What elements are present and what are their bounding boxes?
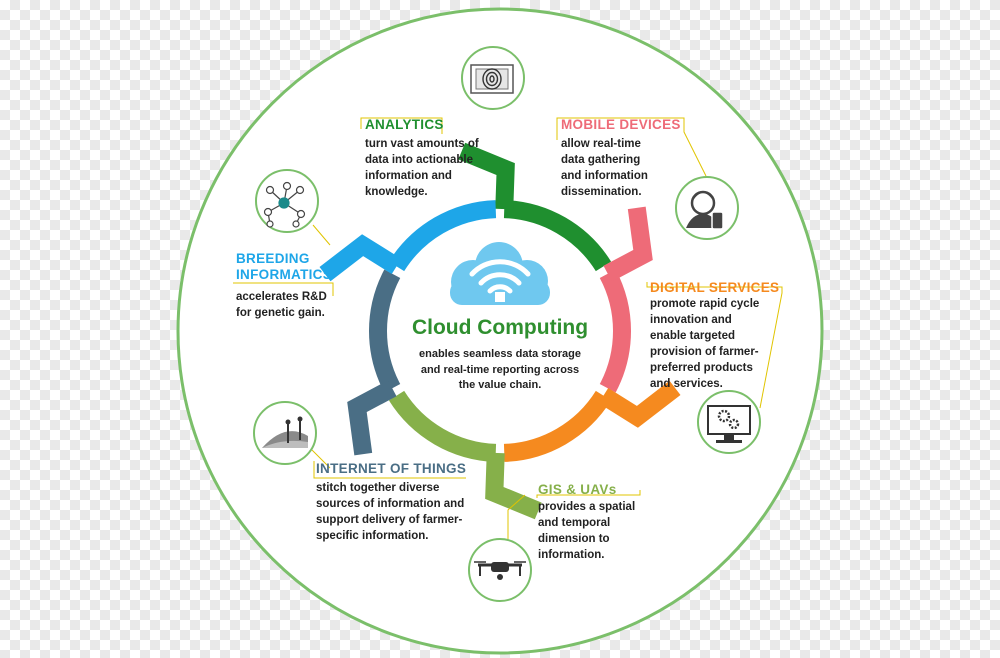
desc-line: dissemination.	[561, 186, 642, 198]
desc-line: provides a spatial	[538, 501, 636, 513]
desc-line: sources of information and	[316, 498, 465, 510]
desc-line: knowledge.	[365, 186, 428, 198]
desc-line: dimension to	[538, 533, 610, 545]
desc-line: turn vast amounts of	[365, 138, 479, 150]
gis-icon-callout	[507, 494, 526, 540]
mobile-devices-description: allow real-time data gathering and infor…	[561, 136, 648, 200]
segment-arcs	[319, 142, 681, 520]
breeding-informatics-description: accelerates R&D for genetic gain.	[236, 289, 327, 321]
label-line: BREEDING	[236, 251, 310, 266]
iot-callout	[313, 461, 466, 479]
label-line: INFORMATICS	[236, 267, 333, 282]
analytics-description: turn vast amounts of data into actionabl…	[365, 136, 479, 200]
analytics-arc	[503, 200, 612, 272]
field-sensors-icon	[262, 416, 308, 448]
center-title: Cloud Computing	[411, 316, 589, 339]
desc-line: specific information.	[316, 530, 429, 542]
desc-line: for genetic gain.	[236, 307, 325, 319]
desc-line: information.	[538, 549, 605, 561]
callout-lines	[233, 117, 783, 540]
mobile-arc-tab	[603, 206, 653, 282]
breeding-arc	[388, 200, 497, 272]
fingerprint-scanner-icon	[470, 64, 514, 94]
gis-callout	[536, 490, 641, 498]
analytics-label: ANALYTICS	[365, 117, 444, 132]
iot-arc-tab	[347, 380, 397, 456]
desc-line: provision of farmer-	[650, 346, 759, 358]
digital-callout	[646, 282, 783, 409]
desc-line: and temporal	[538, 517, 611, 529]
desc-line: promote rapid cycle	[650, 298, 760, 310]
desc-line: and information	[561, 170, 648, 182]
outer-ring	[176, 7, 824, 655]
gis-uavs-description: provides a spatial and temporal dimensio…	[538, 499, 635, 563]
desc-line: stitch together diverse	[316, 482, 440, 494]
desc-line: accelerates R&D	[236, 291, 327, 303]
monitor-gears-icon	[707, 405, 751, 443]
digital-arc-tab	[598, 380, 681, 428]
center-description: enables seamless data storage and real-t…	[395, 347, 605, 394]
center-desc-line: and real-time reporting across	[420, 363, 580, 376]
digital-services-label: DIGITAL SERVICES	[650, 280, 780, 295]
digital-icon-badge	[697, 390, 761, 454]
breeding-icon-badge	[255, 169, 319, 233]
breeding-icon-callout	[312, 224, 331, 246]
cloud-wifi-icon	[450, 242, 550, 305]
desc-line: and services.	[650, 378, 723, 390]
digital-arc	[503, 390, 612, 462]
breeding-callout	[233, 282, 334, 296]
internet-of-things-label: INTERNET OF THINGS	[316, 461, 467, 476]
analytics-callout	[360, 117, 443, 134]
desc-line: allow real-time	[561, 138, 641, 150]
digital-services-description: promote rapid cycle innovation and enabl…	[650, 296, 759, 392]
gis-arc-tab	[485, 452, 542, 520]
analytics-icon-badge	[461, 46, 525, 110]
gis-arc	[388, 390, 497, 462]
iot-arc	[369, 269, 401, 393]
desc-line: innovation and	[650, 314, 732, 326]
internet-of-things-description: stitch together diverse sources of infor…	[316, 480, 464, 544]
iot-icon-badge	[253, 401, 317, 465]
mobile-user-icon	[686, 190, 724, 230]
desc-line: support delivery of farmer-	[316, 514, 463, 526]
drone-icon	[474, 561, 526, 580]
gis-icon-badge	[468, 538, 532, 602]
network-nodes-icon	[263, 181, 306, 228]
iot-icon-callout	[311, 449, 331, 469]
mobile-callout	[556, 117, 707, 177]
desc-line: data into actionable	[365, 154, 473, 166]
mobile-devices-label: MOBILE DEVICES	[561, 117, 681, 132]
mobile-icon-badge	[675, 176, 739, 240]
breeding-arc-tab	[319, 234, 402, 282]
desc-line: data gathering	[561, 154, 641, 166]
center-desc-line: enables seamless data storage	[418, 348, 582, 360]
gis-uavs-label: GIS & UAVs	[538, 482, 617, 497]
center-desc-line: the value chain.	[458, 379, 542, 391]
desc-line: preferred products	[650, 362, 753, 374]
desc-line: information and	[365, 170, 452, 182]
mobile-arc	[599, 269, 631, 393]
breeding-informatics-label: BREEDING INFORMATICS	[236, 251, 332, 283]
desc-line: enable targeted	[650, 330, 735, 342]
analytics-arc-tab	[458, 142, 515, 210]
